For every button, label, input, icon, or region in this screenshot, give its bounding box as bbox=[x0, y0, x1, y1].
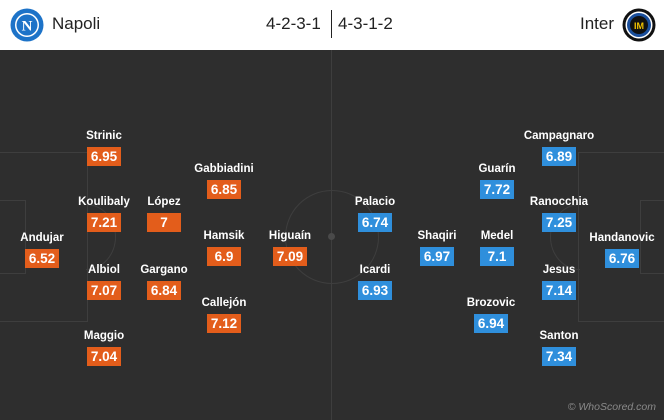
player-rating: 6.9 bbox=[207, 247, 241, 266]
player-away-cb-left[interactable]: Jesus 7.14 bbox=[519, 263, 599, 300]
player-rating: 6.52 bbox=[25, 249, 59, 268]
player-home-am-right[interactable]: Callejón 7.12 bbox=[184, 296, 264, 333]
player-home-dm-left[interactable]: López 7 bbox=[124, 195, 204, 232]
player-name: Jesus bbox=[542, 264, 576, 276]
player-away-cm-center[interactable]: Medel 7.1 bbox=[457, 229, 537, 266]
player-rating: 7.12 bbox=[207, 314, 241, 333]
player-away-st-right[interactable]: Palacio 6.74 bbox=[335, 195, 415, 232]
player-rating: 7.72 bbox=[480, 180, 514, 199]
player-name: Andujar bbox=[20, 232, 64, 244]
center-circle bbox=[285, 190, 379, 284]
player-rating: 7.34 bbox=[542, 347, 576, 366]
player-home-am-left[interactable]: Gabbiadini 6.85 bbox=[184, 162, 264, 199]
player-name: Icardi bbox=[359, 264, 391, 276]
player-home-cb-right[interactable]: Albiol 7.07 bbox=[64, 263, 144, 300]
center-spot bbox=[328, 233, 335, 240]
player-name: Palacio bbox=[354, 196, 396, 208]
player-name: Strinic bbox=[86, 130, 122, 142]
player-name: Ranocchia bbox=[529, 196, 589, 208]
player-name: Shaqiri bbox=[417, 230, 457, 242]
away-formation: 4-3-1-2 bbox=[338, 14, 393, 33]
player-rating: 6.89 bbox=[542, 147, 576, 166]
watermark: © WhoScored.com bbox=[567, 401, 656, 413]
player-name: López bbox=[147, 196, 181, 208]
player-rating: 7 bbox=[147, 213, 181, 232]
player-name: Albiol bbox=[88, 264, 120, 276]
player-name: Medel bbox=[480, 230, 514, 242]
player-away-cm-right[interactable]: Guarín 7.72 bbox=[457, 162, 537, 199]
away-six-yard-box bbox=[640, 200, 664, 274]
player-home-rb[interactable]: Maggio 7.04 bbox=[64, 329, 144, 366]
player-name: Higuaín bbox=[268, 230, 312, 242]
player-home-cb-left[interactable]: Koulibaly 7.21 bbox=[64, 195, 144, 232]
player-name: Guarín bbox=[478, 163, 516, 175]
player-name: Gargano bbox=[140, 264, 188, 276]
player-rating: 6.84 bbox=[147, 281, 181, 300]
player-away-gk[interactable]: Handanovic 6.76 bbox=[582, 231, 662, 268]
player-name: Callejón bbox=[201, 297, 247, 309]
player-name: Maggio bbox=[83, 330, 125, 342]
player-away-cb-right[interactable]: Ranocchia 7.25 bbox=[519, 195, 599, 232]
home-formation: 4-2-3-1 bbox=[266, 14, 321, 33]
player-name: Campagnaro bbox=[523, 130, 595, 142]
player-rating: 6.95 bbox=[87, 147, 121, 166]
player-rating: 7.14 bbox=[542, 281, 576, 300]
player-home-st[interactable]: Higuaín 7.09 bbox=[250, 229, 330, 266]
player-name: Handanovic bbox=[589, 232, 655, 244]
formation-divider bbox=[331, 10, 332, 38]
player-home-am-center[interactable]: Hamsik 6.9 bbox=[184, 229, 264, 266]
player-away-st-left[interactable]: Icardi 6.93 bbox=[335, 263, 415, 300]
away-team-name: Inter bbox=[580, 14, 615, 33]
napoli-crest-icon: N bbox=[10, 8, 44, 42]
player-rating: 7.09 bbox=[273, 247, 307, 266]
player-rating: 7.21 bbox=[87, 213, 121, 232]
player-home-dm-right[interactable]: Gargano 6.84 bbox=[124, 263, 204, 300]
player-name: Brozovic bbox=[466, 297, 516, 309]
player-name: Hamsik bbox=[203, 230, 245, 242]
inter-crest-icon: IM bbox=[622, 8, 656, 42]
home-team-name: Napoli bbox=[52, 14, 101, 33]
player-rating: 6.85 bbox=[207, 180, 241, 199]
player-rating: 7.04 bbox=[87, 347, 121, 366]
match-header: N Napoli 4-2-3-1 4-3-1-2 Inter IM bbox=[0, 0, 664, 50]
player-rating: 6.76 bbox=[605, 249, 639, 268]
player-away-cm-left[interactable]: Brozovic 6.94 bbox=[451, 296, 531, 333]
home-six-yard-box bbox=[0, 200, 26, 274]
player-rating: 6.74 bbox=[358, 213, 392, 232]
player-away-am[interactable]: Shaqiri 6.97 bbox=[397, 229, 477, 266]
player-name: Koulibaly bbox=[78, 196, 130, 208]
player-rating: 7.1 bbox=[480, 247, 514, 266]
player-name: Gabbiadini bbox=[194, 163, 254, 175]
player-rating: 6.94 bbox=[474, 314, 508, 333]
player-away-lb[interactable]: Santon 7.34 bbox=[519, 329, 599, 366]
player-rating: 6.97 bbox=[420, 247, 454, 266]
svg-text:IM: IM bbox=[634, 21, 644, 31]
svg-text:N: N bbox=[22, 19, 33, 35]
player-home-lb[interactable]: Strinic 6.95 bbox=[64, 129, 144, 166]
player-rating: 7.25 bbox=[542, 213, 576, 232]
player-name: Santon bbox=[539, 330, 579, 342]
player-rating: 7.07 bbox=[87, 281, 121, 300]
player-rating: 6.93 bbox=[358, 281, 392, 300]
player-home-gk[interactable]: Andujar 6.52 bbox=[2, 231, 82, 268]
player-away-rb[interactable]: Campagnaro 6.89 bbox=[519, 129, 599, 166]
